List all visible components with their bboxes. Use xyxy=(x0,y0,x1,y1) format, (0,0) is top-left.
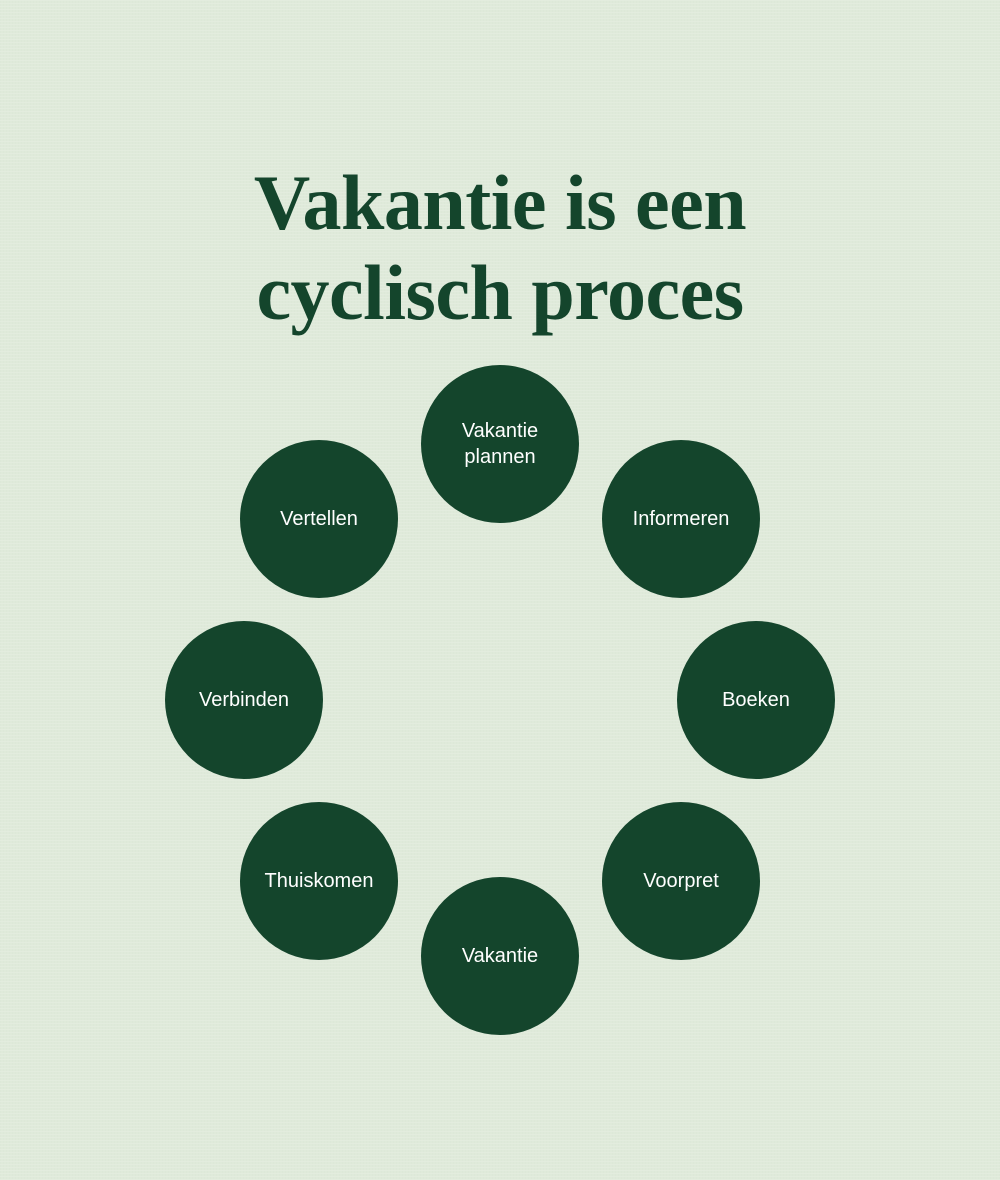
page-title: Vakantie is een cyclisch proces xyxy=(0,158,1000,338)
cycle-node[interactable]: Vakantie xyxy=(421,877,579,1035)
page-title-line-1: Vakantie is een xyxy=(253,159,747,247)
cycle-node[interactable]: Thuiskomen xyxy=(240,802,398,960)
cycle-node[interactable]: Verbinden xyxy=(165,621,323,779)
cycle-node-label: Vakantie xyxy=(461,945,539,967)
cycle-node[interactable]: Voorpret xyxy=(602,802,760,960)
cycle-node[interactable]: Vertellen xyxy=(240,440,398,598)
cycle-node[interactable]: Informeren xyxy=(602,440,760,598)
cycle-node[interactable]: Boeken xyxy=(677,621,835,779)
page-title-line-2: cyclisch proces xyxy=(256,249,744,337)
cycle-node-label: Vertellen xyxy=(280,508,358,530)
cycle-node-label: Verbinden xyxy=(198,689,290,711)
cycle-node-label: Thuiskomen xyxy=(264,870,374,892)
cycle-node-label: Informeren xyxy=(632,508,730,530)
cycle-node-label: Voorpret xyxy=(643,870,719,892)
cycle-node-label: Vakantie plannen xyxy=(461,420,539,468)
cycle-node[interactable]: Vakantie plannen xyxy=(421,365,579,523)
cycle-node-label: Boeken xyxy=(722,689,790,711)
